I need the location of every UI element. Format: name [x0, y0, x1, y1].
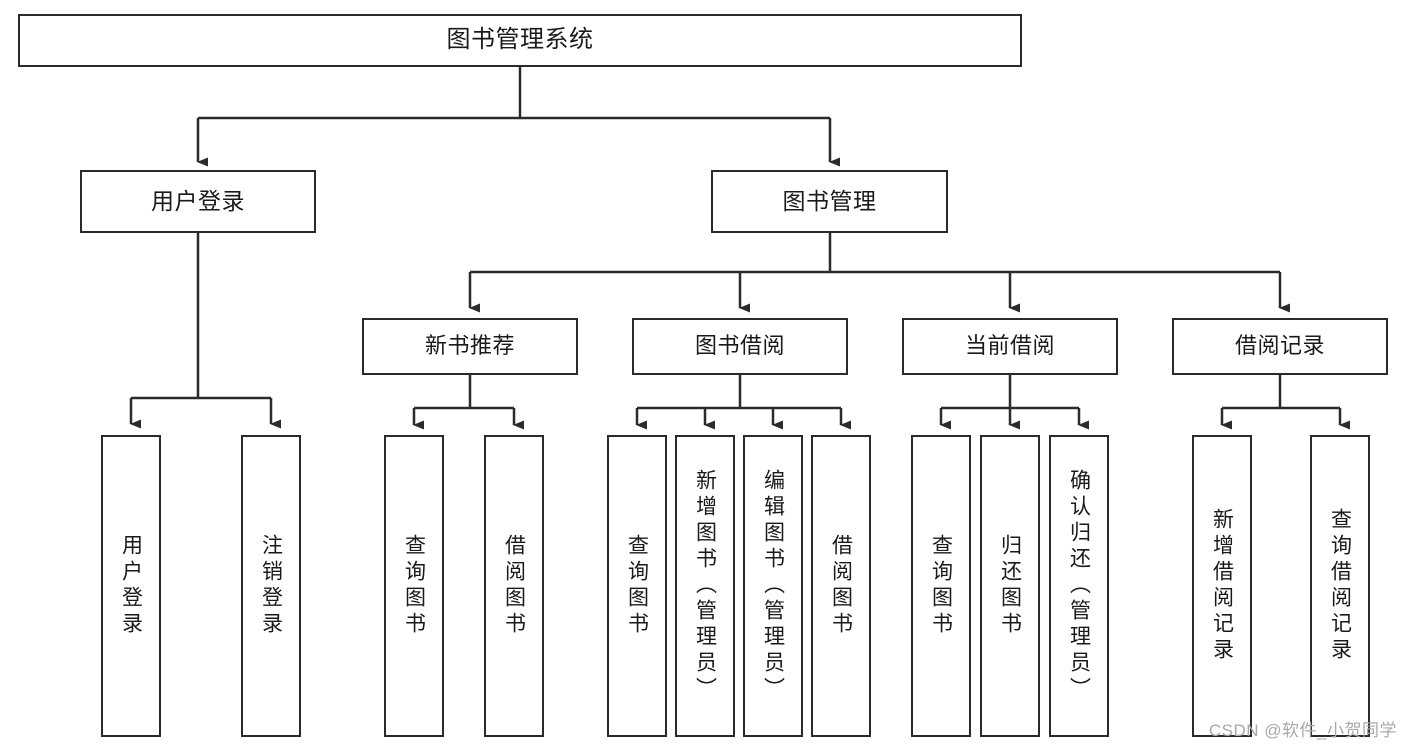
node-label: 图书管理系统 [446, 26, 594, 54]
node-label: 借阅记录 [1234, 333, 1325, 359]
node-current-borrow[interactable]: 当前借阅 [902, 318, 1118, 375]
leaf-add-book-admin[interactable]: 新增图书（管理员） [675, 435, 735, 737]
leaf-confirm-return-admin[interactable]: 确认归还（管理员） [1049, 435, 1109, 737]
node-borrow-record[interactable]: 借阅记录 [1172, 318, 1388, 375]
node-label: 归还图书 [998, 534, 1022, 638]
node-label: 注销登录 [259, 534, 283, 638]
node-label: 借阅图书 [502, 534, 526, 638]
leaf-return-book[interactable]: 归还图书 [980, 435, 1040, 737]
node-label: 用户登录 [119, 534, 143, 638]
leaf-borrow-book-recommend[interactable]: 借阅图书 [484, 435, 544, 737]
node-label: 查询借阅记录 [1328, 508, 1352, 664]
node-label: 编辑图书（管理员） [761, 469, 785, 703]
node-label: 查询图书 [402, 534, 426, 638]
node-book-borrow[interactable]: 图书借阅 [632, 318, 848, 375]
node-label: 查询图书 [625, 534, 649, 638]
leaf-add-borrow-record[interactable]: 新增借阅记录 [1192, 435, 1252, 737]
node-label: 新增借阅记录 [1210, 508, 1234, 664]
node-user-login[interactable]: 用户登录 [80, 170, 316, 233]
csdn-watermark: CSDN @软件_小贺同学 [1208, 721, 1397, 740]
leaf-query-book-current[interactable]: 查询图书 [911, 435, 971, 737]
leaf-borrow-book[interactable]: 借阅图书 [811, 435, 871, 737]
node-book-management[interactable]: 图书管理 [711, 170, 948, 233]
leaf-edit-book-admin[interactable]: 编辑图书（管理员） [743, 435, 803, 737]
leaf-query-borrow-record[interactable]: 查询借阅记录 [1310, 435, 1370, 737]
node-label: 新增图书（管理员） [693, 469, 717, 703]
node-label: 新书推荐 [424, 333, 515, 359]
node-new-book-recommend[interactable]: 新书推荐 [362, 318, 578, 375]
node-label: 图书借阅 [694, 333, 785, 359]
leaf-query-book-borrow[interactable]: 查询图书 [607, 435, 667, 737]
node-root-book-management-system[interactable]: 图书管理系统 [18, 14, 1022, 67]
leaf-user-logout[interactable]: 注销登录 [241, 435, 301, 737]
node-label: 查询图书 [929, 534, 953, 638]
node-label: 确认归还（管理员） [1067, 469, 1091, 703]
node-label: 用户登录 [151, 187, 245, 214]
node-label: 当前借阅 [964, 333, 1055, 359]
leaf-query-book-recommend[interactable]: 查询图书 [384, 435, 444, 737]
node-label: 借阅图书 [829, 534, 853, 638]
node-label: 图书管理 [782, 187, 877, 214]
leaf-user-login[interactable]: 用户登录 [101, 435, 161, 737]
